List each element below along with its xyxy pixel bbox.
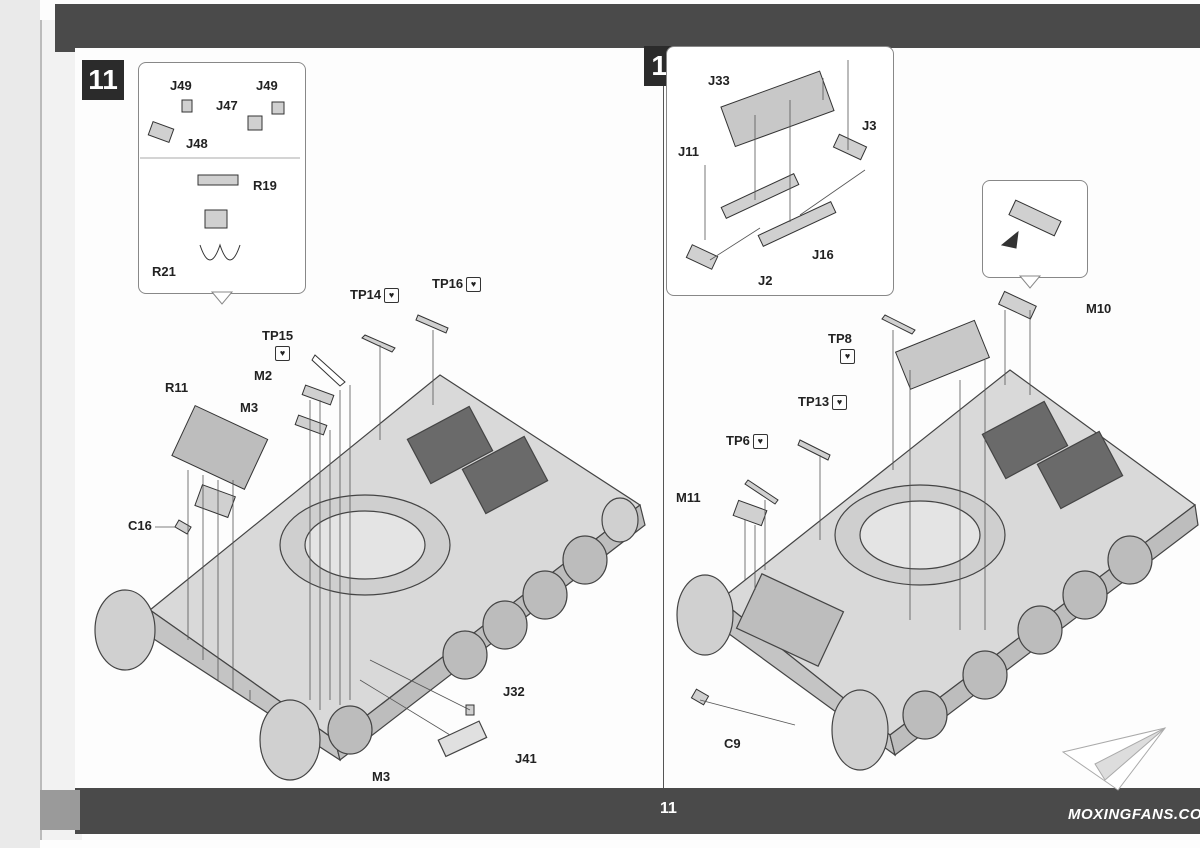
part-label-r19: R19 xyxy=(253,178,277,193)
part-label-j47: J47 xyxy=(216,98,238,113)
m10-detail-callout xyxy=(982,180,1088,278)
part-label-tp6: TP6♥ xyxy=(726,433,768,450)
part-label-c9: C9 xyxy=(724,736,741,751)
part-label-r11: R11 xyxy=(165,380,189,395)
part-label-m11: M11 xyxy=(676,490,701,505)
watermark-text: MOXINGFANS.COM xyxy=(1068,806,1200,823)
part-label-tp13: TP13♥ xyxy=(798,394,848,411)
part-label-j2: J2 xyxy=(758,273,773,288)
heart-broken-icon: ♥ xyxy=(384,288,400,304)
bottom-left-band xyxy=(40,790,80,830)
page-binding-edge xyxy=(0,0,40,848)
part-label-m3: M3 xyxy=(372,769,391,784)
tank-hull-left xyxy=(94,374,646,781)
top-band xyxy=(55,4,1200,52)
bottom-band xyxy=(75,788,1200,834)
part-label-j49: J49 xyxy=(256,78,278,93)
part-label-j41: J41 xyxy=(515,751,537,766)
part-label-j33: J33 xyxy=(708,73,730,88)
part-label-r21: R21 xyxy=(152,264,176,279)
heart-broken-icon: ♥ xyxy=(275,346,290,361)
part-label-m2: M2 xyxy=(254,368,273,383)
step-11-badge: 11 xyxy=(82,60,124,100)
step-11-parts xyxy=(147,99,475,716)
page-number: 11 xyxy=(660,800,677,817)
moxingfans-logo-icon xyxy=(1061,727,1167,791)
heart-broken-icon: ♥ xyxy=(832,395,848,411)
page-divider xyxy=(663,48,664,788)
heart-broken-icon: ♥ xyxy=(840,349,855,364)
part-label-j32: J32 xyxy=(503,684,525,699)
part-label-tp14: TP14♥ xyxy=(350,287,400,304)
part-label-j3: J3 xyxy=(862,118,877,133)
heart-broken-icon: ♥ xyxy=(752,434,768,450)
part-label-m3: M3 xyxy=(240,400,259,415)
part-label-j11: J11 xyxy=(678,144,699,159)
step-12-parts xyxy=(685,70,1062,706)
part-label-j48: J48 xyxy=(186,136,208,151)
part-label-c16: C16 xyxy=(128,518,152,533)
part-label-tp16: TP16♥ xyxy=(432,276,482,293)
heart-broken-icon: ♥ xyxy=(466,277,482,293)
part-label-m10: M10 xyxy=(1086,301,1112,316)
tank-hull-right xyxy=(676,369,1199,771)
part-label-j49: J49 xyxy=(170,78,192,93)
part-label-tp8: TP8 xyxy=(828,331,852,346)
part-label-j16: J16 xyxy=(812,247,834,262)
part-label-tp15: TP15 xyxy=(262,328,294,343)
